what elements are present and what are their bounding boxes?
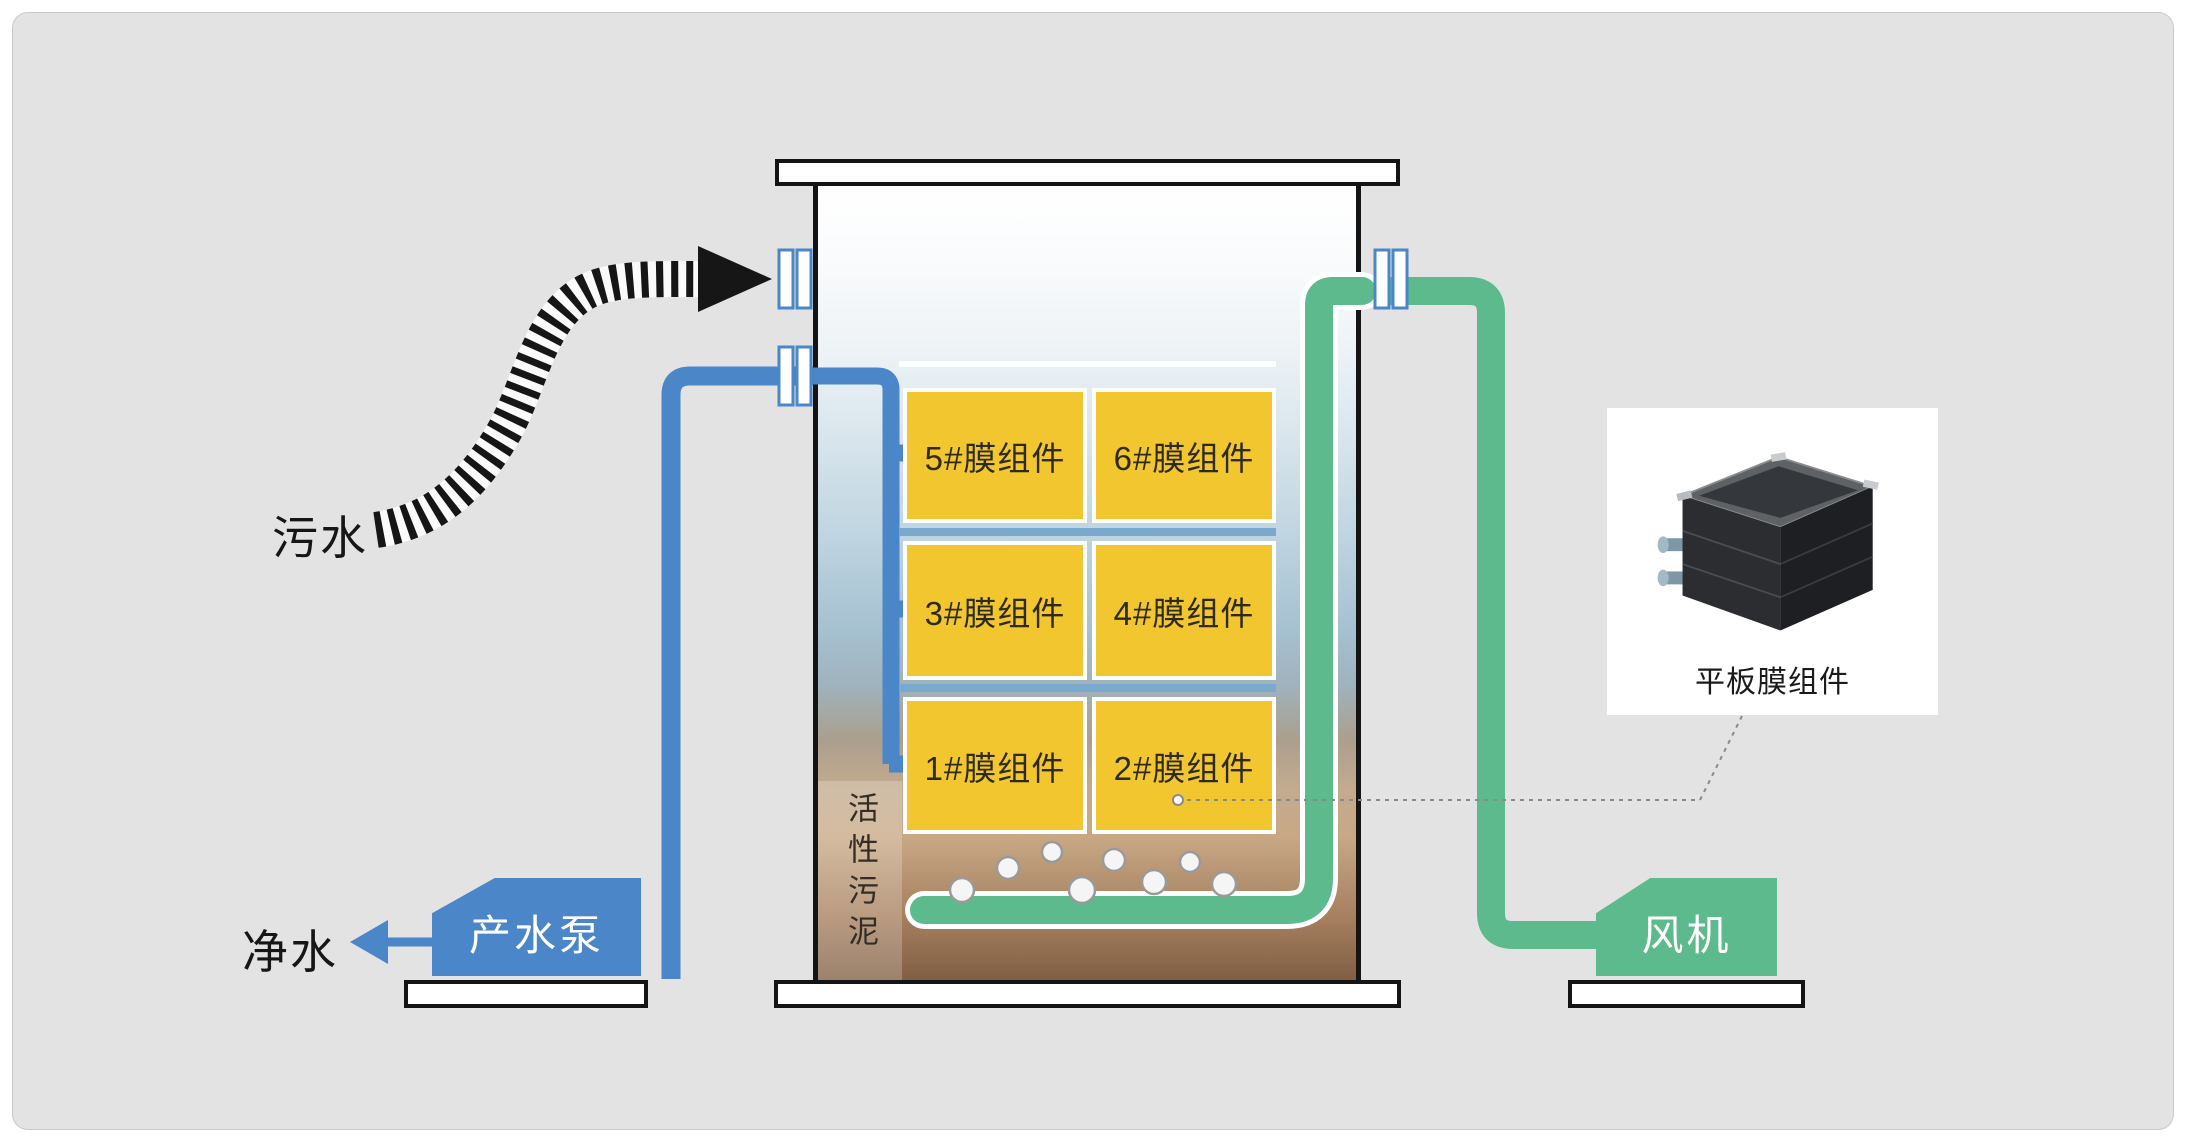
flat-membrane-module-image: [1657, 452, 1879, 631]
module-row-separator: [899, 684, 1276, 692]
influent-flange: [777, 248, 813, 310]
air-pipe-inner: [905, 272, 1381, 929]
activated-sludge-label: 活性污泥: [843, 792, 878, 956]
aeration-bubbles: [948, 840, 1238, 905]
product-water-pump: 产水泵: [432, 878, 641, 976]
membrane-module-4: 4#膜组件: [1092, 541, 1276, 680]
blower-label: 风机: [1641, 911, 1732, 959]
effluent-arrow: [350, 920, 436, 964]
membrane-module-1: 1#膜组件: [903, 697, 1087, 834]
blower-platform: [1568, 980, 1805, 1008]
membrane-module-5: 5#膜组件: [903, 388, 1087, 523]
membrane-module-2: 2#膜组件: [1092, 697, 1276, 834]
influent-pipe: [372, 246, 772, 548]
influent-arrowhead: [698, 246, 772, 312]
air-blower: 风机: [1596, 878, 1777, 976]
membrane-module-3: 3#膜组件: [903, 541, 1087, 680]
product-water-pipe-outer: [661, 366, 813, 979]
tank-base: [774, 980, 1401, 1008]
module-row-separator: [899, 528, 1276, 536]
membrane-module-6: 6#膜组件: [1092, 388, 1276, 523]
air-pipe-outer: [1372, 277, 1640, 949]
effluent-label: 净水: [242, 926, 338, 978]
air-flange: [1373, 248, 1409, 310]
pump-platform: [404, 980, 648, 1008]
flat-membrane-module-label: 平板膜组件: [1695, 666, 1850, 699]
module-rack-top-edge: [899, 361, 1276, 367]
flat-membrane-module-card: 平板膜组件: [1607, 408, 1938, 715]
sludge-zone-highlight: [818, 781, 902, 986]
tank-lid: [775, 159, 1400, 186]
influent-label: 污水: [272, 512, 368, 564]
pump-label: 产水泵: [468, 911, 604, 959]
water-flange: [777, 345, 813, 407]
product-water-manifold: [813, 367, 910, 773]
